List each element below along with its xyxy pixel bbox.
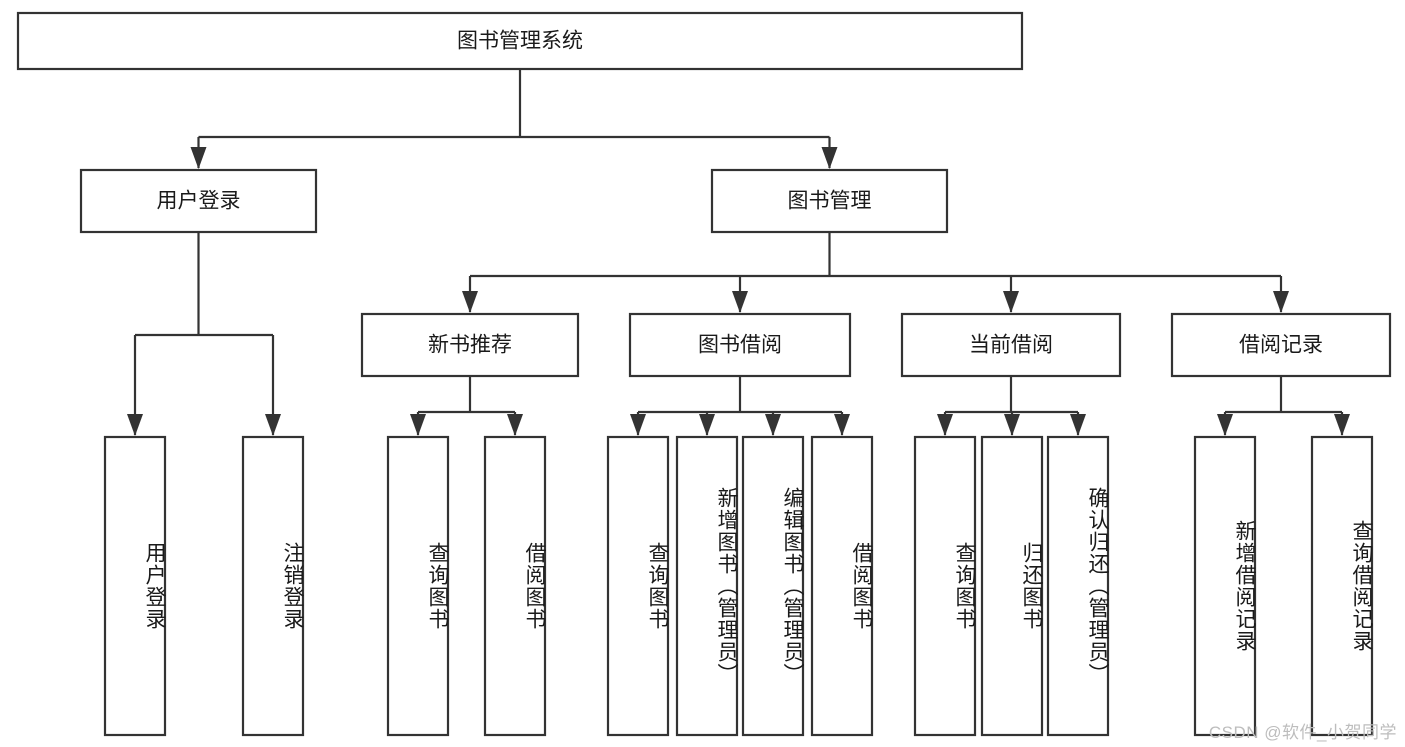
arrow-head-icon	[821, 147, 838, 169]
watermark-text: CSDN @软件_小贺同学	[1208, 723, 1397, 742]
arrow-head-icon	[834, 414, 850, 436]
arrow-head-icon	[1003, 291, 1019, 313]
arrow-head-icon	[1004, 414, 1020, 436]
arrow-head-icon	[699, 414, 715, 436]
arrow-head-icon	[765, 414, 781, 436]
node-box-current-return-book[interactable]	[980, 435, 1044, 737]
node-box-borrow-edit-book[interactable]	[741, 435, 805, 737]
node-label-borrow-records: 借阅记录	[1239, 334, 1323, 357]
arrow-head-icon	[1334, 414, 1350, 436]
arrow-head-icon	[732, 291, 748, 313]
node-box-borrow-add-book[interactable]	[675, 435, 739, 737]
node-box-current-query-book[interactable]	[913, 435, 977, 737]
node-box-root[interactable]	[16, 11, 1024, 71]
node-box-record-query[interactable]	[1310, 435, 1374, 737]
arrow-head-icon	[937, 414, 953, 436]
node-box-user-login-do[interactable]	[103, 435, 167, 737]
node-box-current-borrow[interactable]	[900, 312, 1122, 378]
node-box-borrow-borrow-book[interactable]	[810, 435, 874, 737]
node-box-layer	[16, 11, 1392, 737]
node-label-new-book-recommend: 新书推荐	[428, 334, 512, 357]
arrow-head-icon	[1070, 414, 1086, 436]
arrow-head-icon	[1217, 414, 1233, 436]
node-box-book-borrow[interactable]	[628, 312, 852, 378]
arrow-head-icon	[630, 414, 646, 436]
connector-layer	[127, 69, 1350, 436]
node-box-user-logout[interactable]	[241, 435, 305, 737]
node-box-record-add[interactable]	[1193, 435, 1257, 737]
node-box-borrow-records[interactable]	[1170, 312, 1392, 378]
node-box-recommend-query-book[interactable]	[386, 435, 450, 737]
arrow-head-icon	[507, 414, 523, 436]
arrow-head-icon	[1273, 291, 1289, 313]
node-label-user-login: 用户登录	[157, 190, 241, 213]
node-box-book-management[interactable]	[710, 168, 949, 234]
arrow-head-icon	[190, 147, 207, 169]
arrow-head-icon	[462, 291, 478, 313]
arrow-head-icon	[410, 414, 426, 436]
node-box-user-login[interactable]	[79, 168, 318, 234]
node-box-borrow-query-book[interactable]	[606, 435, 670, 737]
node-label-current-borrow: 当前借阅	[969, 334, 1053, 357]
arrow-head-icon	[265, 414, 281, 436]
node-box-new-book-recommend[interactable]	[360, 312, 580, 378]
node-label-root: 图书管理系统	[457, 30, 583, 53]
node-box-recommend-borrow-book[interactable]	[483, 435, 547, 737]
node-label-book-management: 图书管理	[788, 190, 872, 213]
node-label-book-borrow: 图书借阅	[698, 334, 782, 357]
node-box-current-confirm-return[interactable]	[1046, 435, 1110, 737]
arrow-head-icon	[127, 414, 143, 436]
